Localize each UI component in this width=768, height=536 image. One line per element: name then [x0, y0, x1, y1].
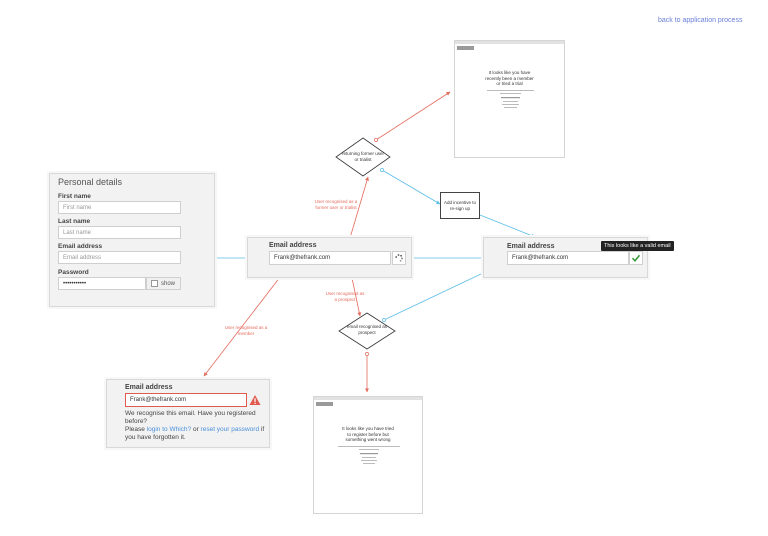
login-link[interactable]: login to Which? — [146, 426, 192, 433]
email-member-label: Email address — [125, 384, 173, 391]
card-member-body-text — [487, 90, 534, 108]
show-label: show — [161, 280, 176, 287]
thumbnail-logo — [316, 402, 333, 406]
edge-returning-to-card — [375, 91, 451, 141]
member-message-1: We recognise this email. Have you regist… — [125, 410, 256, 425]
decision-prospect-label: email recognised as prospect — [346, 324, 388, 335]
email-valid-label: Email address — [507, 243, 555, 250]
warning-icon — [249, 395, 261, 405]
decision-prospect-shape — [338, 312, 396, 350]
personal-details-panel: Personal details First name First name L… — [49, 173, 215, 307]
edge-label-member: User recognised as a member — [224, 325, 268, 336]
card-member-heading-3: or tried a trial — [496, 81, 523, 86]
email-checking-label: Email address — [269, 242, 317, 249]
card-prospect-heading-3: something went wrong — [345, 437, 391, 442]
valid-email-tooltip: This looks like a valid email — [601, 241, 674, 251]
decision-returning-shape — [335, 137, 391, 177]
first-name-input[interactable]: First name — [58, 201, 181, 214]
edge-prospect-to-valid — [383, 263, 503, 321]
card-prospect-body-text — [338, 446, 400, 464]
edge-returning-to-incentive — [381, 169, 441, 205]
loading-spinner-icon — [392, 251, 406, 265]
card-prospect-heading-1: It looks like you have tried — [342, 426, 394, 431]
last-name-label: Last name — [58, 218, 91, 225]
reset-password-link[interactable]: reset your password — [200, 426, 260, 433]
edge-check-to-member — [203, 267, 288, 377]
incentive-node: Add incentive to re-sign up — [440, 192, 480, 219]
edge-check-to-returning — [349, 176, 369, 239]
email-member-input[interactable]: Frank@thefrank.com — [125, 393, 247, 407]
edge-check-to-prospect — [351, 277, 362, 317]
page-thumbnail-prospect: It looks like you have tried to register… — [313, 396, 423, 514]
email-input[interactable]: Email address — [58, 251, 181, 264]
member-message-or: or — [192, 426, 199, 433]
email-valid-input[interactable]: Frank@thefrank.com — [507, 251, 629, 265]
edge-incentive-to-valid — [479, 214, 536, 238]
member-message-2: Please — [125, 426, 145, 433]
thumbnail-logo — [457, 46, 474, 50]
member-message-3: if you have forgotten it. — [125, 426, 265, 441]
password-label: Password — [58, 269, 89, 276]
show-checkbox[interactable] — [151, 280, 158, 287]
incentive-label: Add incentive to re-sign up — [443, 200, 477, 211]
back-to-application-link[interactable]: back to application process — [658, 17, 743, 24]
edge-label-prospect: User recognised as a prospect — [325, 291, 365, 302]
member-warning-message: We recognise this email. Have you regist… — [125, 410, 265, 442]
page-thumbnail-former-member: It looks like you have recently been a m… — [454, 40, 565, 158]
card-prospect-heading-2: to register before but — [347, 431, 389, 437]
password-input[interactable]: ••••••••••• — [58, 277, 146, 290]
email-label: Email address — [58, 243, 103, 250]
email-checking-panel: Email address Frank@thefrank.com — [247, 237, 412, 278]
thumbnail-topbar — [314, 397, 422, 400]
check-icon — [629, 251, 643, 265]
last-name-input[interactable]: Last name — [58, 226, 181, 239]
show-password-toggle[interactable]: show — [146, 277, 181, 290]
decision-returning-label: returning former user or trialist — [341, 151, 385, 162]
email-member-panel: Email address Frank@thefrank.com We reco… — [106, 379, 270, 448]
edge-label-former: User recognised as a former user or tria… — [314, 199, 358, 210]
card-member-heading-1: It looks like you have — [488, 70, 531, 75]
first-name-label: First name — [58, 193, 91, 200]
personal-details-title: Personal details — [58, 177, 123, 187]
email-checking-input[interactable]: Frank@thefrank.com — [269, 251, 391, 265]
thumbnail-topbar — [455, 41, 564, 44]
card-member-heading-2: recently been a member — [485, 75, 534, 81]
